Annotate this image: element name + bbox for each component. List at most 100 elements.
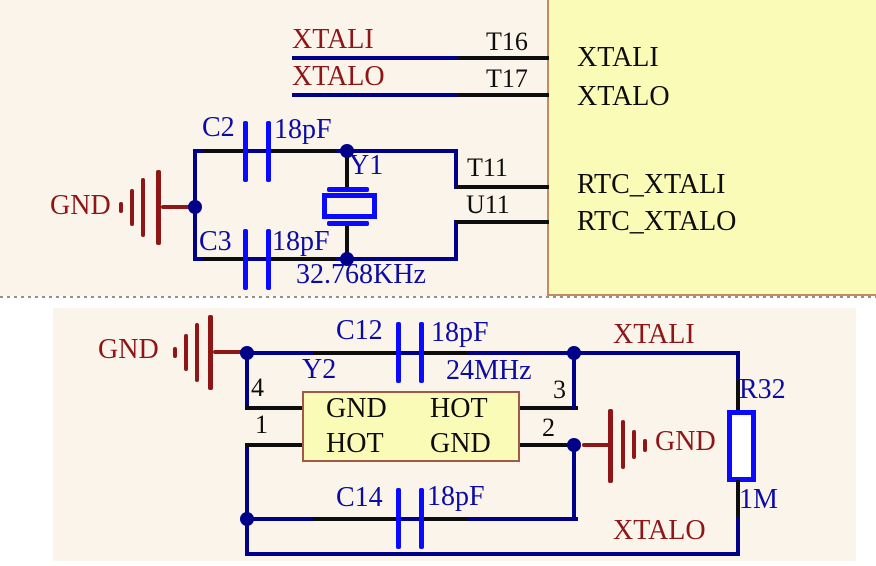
junction-dot-xtal-top: [340, 144, 354, 158]
y1-plate-top: [327, 187, 369, 192]
junction-dot-pin2: [567, 438, 581, 452]
c12-value: 18pF: [431, 317, 489, 348]
junction-dot-xtali-b: [567, 346, 581, 360]
r32-value: 1M: [739, 484, 778, 515]
y2-port-hot-topright: HOT: [430, 393, 488, 424]
r32-refdes: R32: [739, 374, 786, 405]
gnd2-stub: [213, 350, 243, 354]
r32-lead-top: [736, 380, 740, 412]
pin-number-1: 1: [255, 410, 268, 439]
c14-lead-left: [313, 517, 397, 521]
pin-designator-t16: T16: [486, 27, 528, 56]
y1-refdes: Y1: [349, 150, 384, 181]
c3-lead-left: [203, 257, 243, 261]
c2-plate-left: [243, 121, 248, 182]
net-label-xtali: XTALI: [292, 24, 374, 55]
pin-line-4: [245, 406, 305, 410]
selection-marquee-dashed-line: [0, 296, 876, 298]
c2-refdes: C2: [202, 112, 235, 143]
c2-plate-right: [266, 121, 271, 182]
c12-lead-left: [313, 351, 397, 355]
gnd3-bar-4: [608, 409, 613, 483]
wire-step-u11: [454, 220, 458, 261]
gnd2-bar-4: [208, 315, 213, 390]
pin-designator-t17: T17: [486, 64, 528, 93]
r32-resistor-body: [727, 410, 756, 482]
c3-lead-right: [271, 257, 335, 261]
c2-value: 18pF: [274, 114, 332, 145]
gnd2-bar-2: [184, 334, 188, 371]
pin-number-2: 2: [542, 413, 555, 442]
y2-refdes: Y2: [302, 354, 337, 385]
gnd3-bar-1: [643, 439, 647, 452]
y2-port-gnd-topleft: GND: [326, 393, 387, 424]
pin-line-t17: [458, 93, 549, 97]
net-label-xtali-b: XTALI: [613, 319, 695, 350]
wire-net-xtalo: [292, 93, 458, 97]
pin-designator-u11: U11: [466, 190, 510, 219]
y2-port-hot-bottomleft: HOT: [326, 428, 384, 459]
pin-line-t16: [458, 56, 549, 60]
wire-b-top-rail: [245, 351, 740, 355]
pin-designator-t11: T11: [467, 153, 508, 182]
c14-plate-left: [396, 488, 401, 549]
ic-pin-name-rtc-xtali: RTC_XTALI: [577, 169, 726, 200]
gnd1-bar-3: [141, 178, 145, 237]
pin-line-2: [516, 443, 578, 447]
wire-step-t11: [454, 149, 458, 189]
pin-number-4: 4: [251, 373, 264, 402]
gnd3-bar-3: [621, 420, 625, 469]
gnd2-bar-1: [173, 347, 177, 358]
pin-line-t11: [456, 185, 549, 189]
c12-plate-right: [419, 322, 424, 383]
net-label-xtalo: XTALO: [292, 61, 385, 92]
pin-line-3: [516, 406, 578, 410]
c3-value: 18pF: [272, 226, 330, 257]
gnd1-bar-1: [119, 202, 123, 213]
c12-lead-right: [424, 351, 468, 355]
c14-plate-right: [419, 488, 424, 549]
wire-left-vert-upper: [245, 351, 249, 410]
net-label-xtalo-b: XTALO: [613, 515, 706, 546]
junction-dot-gnd2: [240, 346, 254, 360]
y2-value: 24MHz: [446, 355, 532, 386]
y1-plate-bottom: [327, 221, 369, 226]
ic-pin-name-xtalo: XTALO: [577, 81, 670, 112]
section-seam: [0, 296, 876, 308]
wire-left-vert-lower: [245, 443, 249, 556]
gnd3-stub: [582, 443, 612, 447]
pin-line-u11: [456, 220, 549, 224]
c14-refdes: C14: [336, 482, 383, 513]
c3-plate-right: [266, 229, 271, 290]
c2-lead-left: [203, 149, 243, 153]
c12-plate-left: [396, 322, 401, 383]
wire-net-xtali: [292, 56, 458, 60]
y1-lead-top: [345, 151, 349, 191]
gnd2-label: GND: [98, 334, 159, 365]
gnd2-bar-3: [195, 323, 199, 382]
y1-value: 32.768KHz: [296, 259, 426, 290]
ic-pin-name-rtc-xtalo: RTC_XTALO: [577, 206, 737, 237]
wire-b-bottom-rail: [245, 552, 740, 556]
gnd1-label: GND: [50, 190, 111, 221]
wire-right-vert-upper: [572, 351, 576, 410]
wire-r32-top: [736, 351, 740, 382]
wire-c14-rail: [245, 517, 578, 521]
c3-refdes: C3: [199, 226, 232, 257]
junction-dot-left: [188, 200, 202, 214]
r32-lead-bottom: [736, 480, 740, 519]
junction-dot-xtal-bottom: [340, 252, 354, 266]
gnd3-bar-2: [632, 430, 636, 459]
wire-right-vert-lower: [572, 443, 576, 521]
y2-port-gnd-bottomright: GND: [430, 428, 491, 459]
y1-crystal-body: [322, 193, 377, 219]
gnd1-stub: [161, 205, 193, 209]
c12-refdes: C12: [336, 315, 383, 346]
gnd1-bar-2: [130, 189, 134, 226]
gnd1-bar-4: [156, 170, 161, 245]
wire-r32-bottom: [736, 517, 740, 556]
junction-dot-c14: [240, 512, 254, 526]
c14-lead-right: [424, 517, 468, 521]
pin-line-1: [245, 443, 305, 447]
